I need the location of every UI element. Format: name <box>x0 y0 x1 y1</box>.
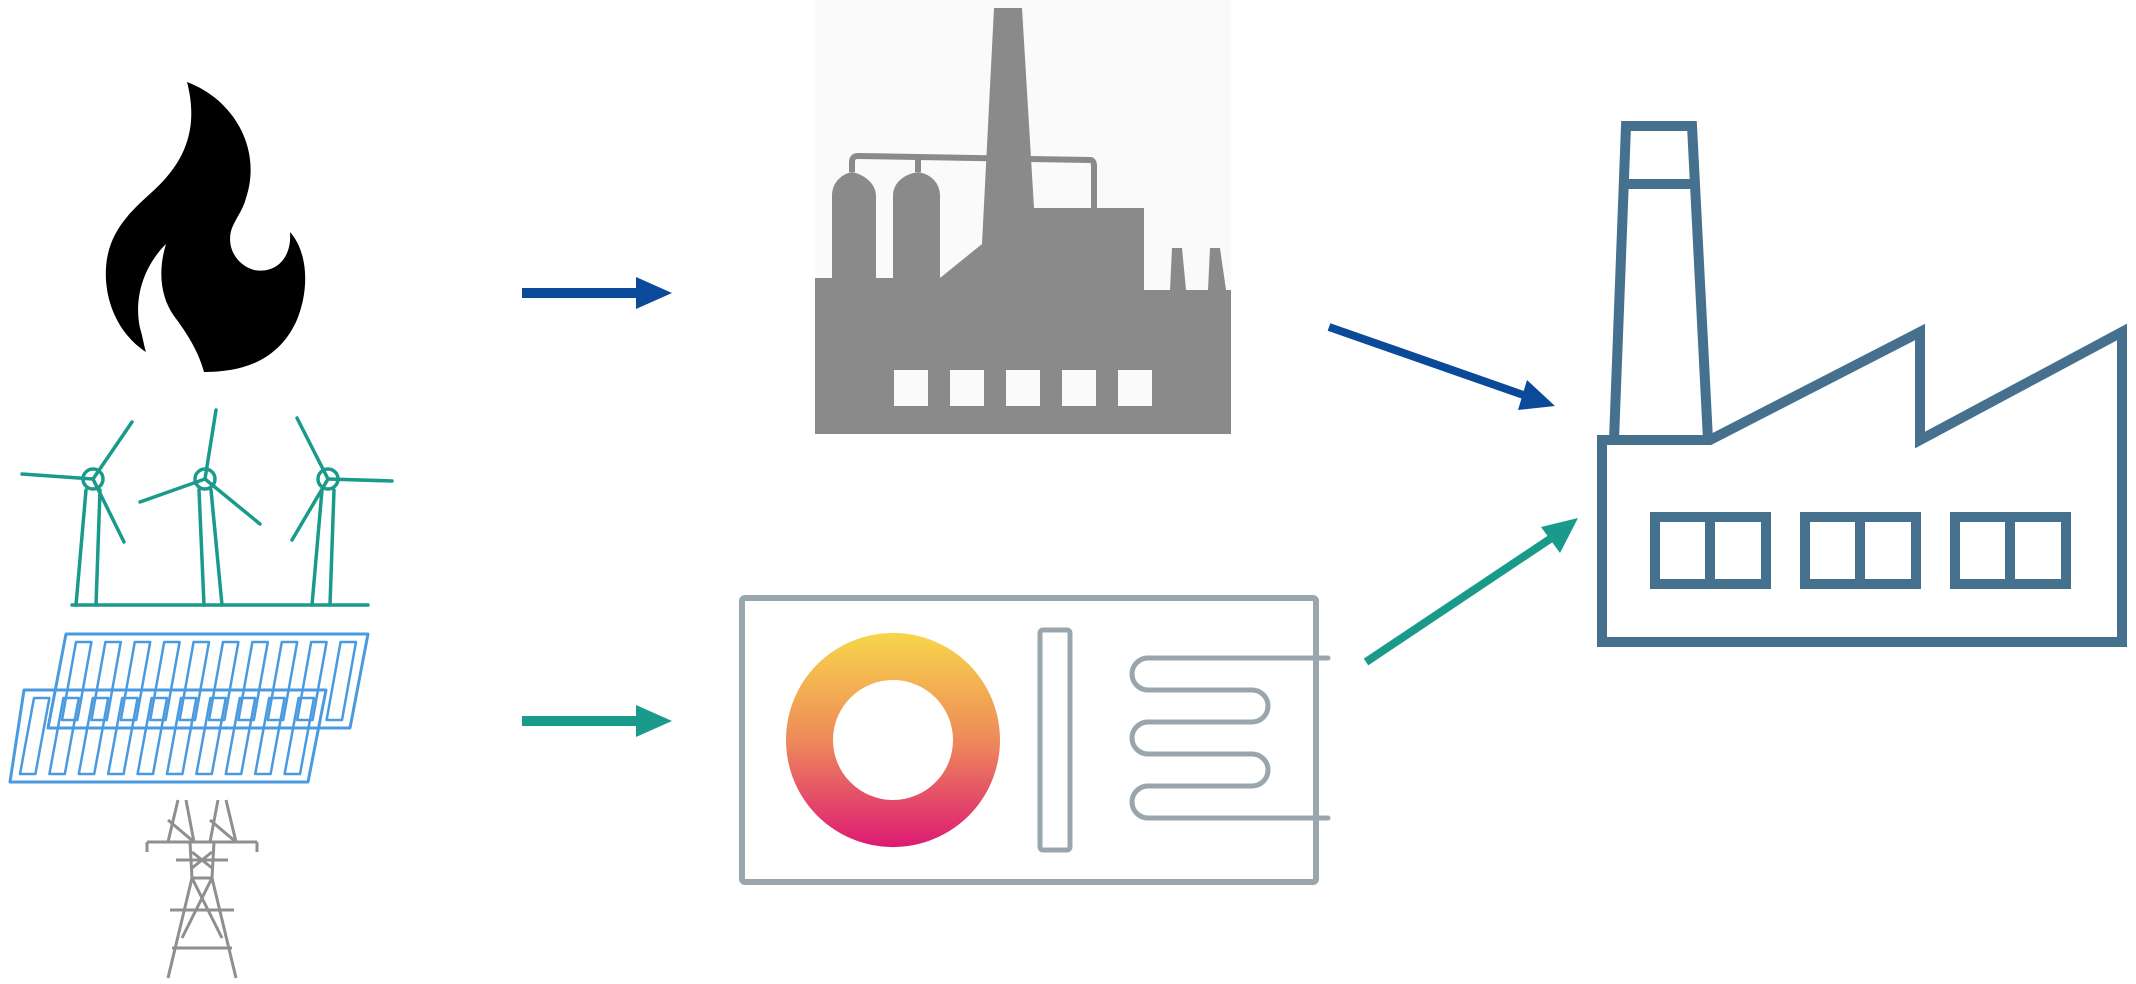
solar-cell <box>136 696 169 776</box>
solar-cell <box>325 640 358 722</box>
solar-cell <box>237 640 270 722</box>
arrow-heat-pump-to-factory <box>1363 518 1578 666</box>
solar-cell <box>60 640 93 722</box>
solar-cell <box>295 640 328 722</box>
solar-cell <box>119 640 152 722</box>
solar-cell <box>253 696 286 776</box>
arrow-renewable-to-heat-pump <box>522 705 672 737</box>
solar-cell <box>266 640 299 722</box>
heat-pump-icon <box>739 595 1331 885</box>
arrow-fossil-to-plant <box>522 277 672 309</box>
solar-cell <box>77 696 110 776</box>
fossil-power-plant-icon <box>815 0 1231 434</box>
wind-turbines-icon <box>20 408 394 607</box>
solar-cell <box>207 640 240 722</box>
factory-icon <box>1597 121 2127 647</box>
flame-icon <box>105 82 306 372</box>
arrow-plant-to-factory <box>1327 323 1555 410</box>
power-pylon-icon <box>145 799 259 979</box>
solar-cell <box>90 640 123 722</box>
solar-cell <box>224 696 257 776</box>
solar-cell <box>195 696 228 776</box>
solar-cell <box>18 696 51 776</box>
solar-cell <box>48 696 81 776</box>
solar-cell <box>148 640 181 722</box>
gradient-ring <box>785 632 1001 848</box>
solar-cell <box>178 640 211 722</box>
solar-cell <box>283 696 316 776</box>
solar-cell <box>106 696 139 776</box>
solar-cell <box>165 696 198 776</box>
solar-panels-icon <box>8 632 370 784</box>
